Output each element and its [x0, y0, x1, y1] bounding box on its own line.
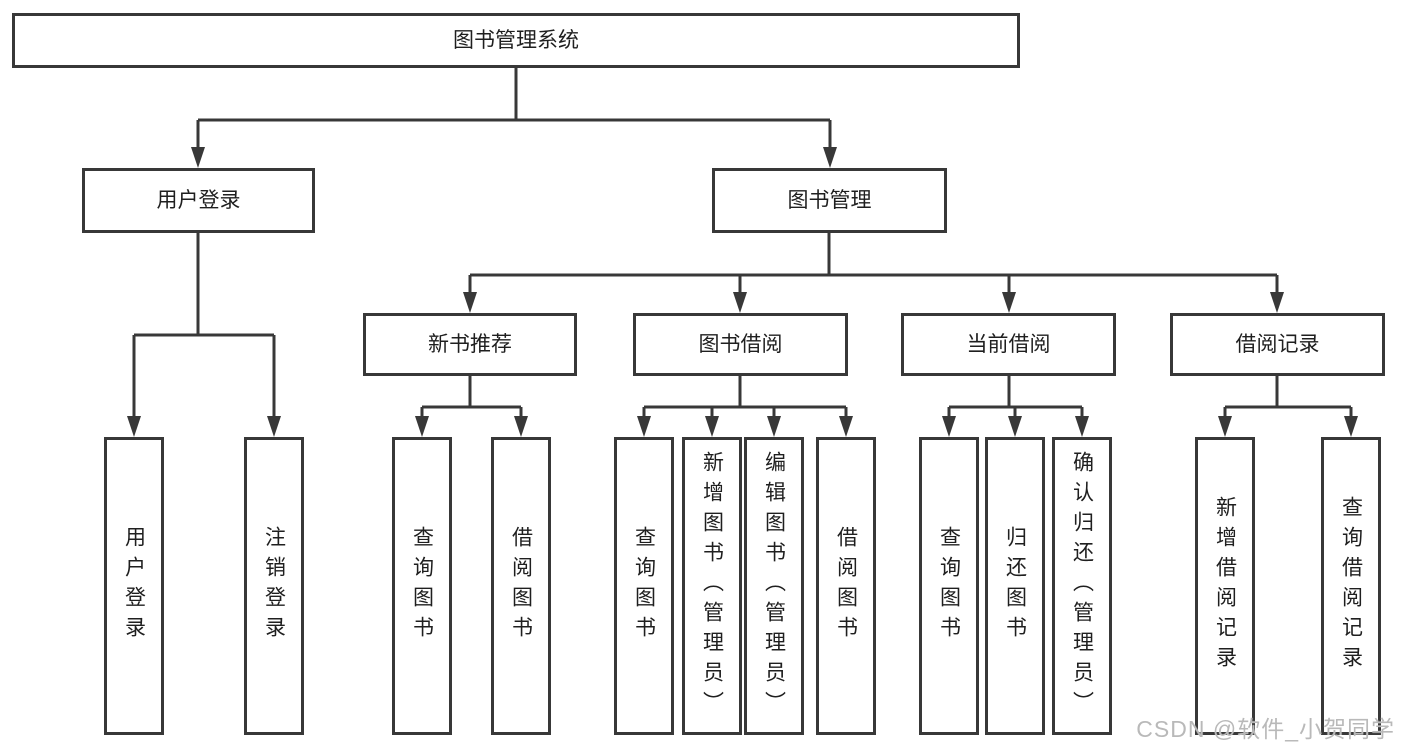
arrowhead — [1270, 292, 1284, 313]
leaf-logout-label: 注销登录 — [262, 526, 286, 646]
arrowhead — [767, 416, 781, 437]
leaf-add-borrow-record-label: 新增借阅记录 — [1213, 496, 1237, 676]
node-user-login-label: 用户登录 — [156, 189, 241, 212]
arrowhead — [823, 147, 837, 168]
leaf-query-books-current: 查询图书 — [919, 437, 979, 735]
leaf-confirm-return-admin: 确认归还（管理员） — [1052, 437, 1112, 735]
leaf-add-borrow-record: 新增借阅记录 — [1195, 437, 1255, 735]
node-book-management: 图书管理 — [712, 168, 947, 233]
node-book-management-label: 图书管理 — [787, 189, 872, 212]
arrowhead — [514, 416, 528, 437]
leaf-user-login: 用户登录 — [104, 437, 164, 735]
csdn-watermark: CSDN @软件_小贺同学 — [1136, 716, 1395, 742]
arrowhead — [1344, 416, 1358, 437]
leaf-query-books-recommend-label: 查询图书 — [410, 526, 434, 646]
arrowhead — [1008, 416, 1022, 437]
leaf-user-login-label: 用户登录 — [122, 526, 146, 646]
leaf-borrow-books-borrowing-label: 借阅图书 — [834, 526, 858, 646]
arrowhead — [733, 292, 747, 313]
arrowhead — [267, 416, 281, 437]
leaf-add-books-admin-label: 新增图书（管理员） — [700, 451, 724, 721]
node-book-borrowing: 图书借阅 — [633, 313, 848, 376]
node-current-borrowing: 当前借阅 — [901, 313, 1116, 376]
node-new-book-recommend: 新书推荐 — [363, 313, 577, 376]
leaf-query-books-current-label: 查询图书 — [937, 526, 961, 646]
arrowhead — [463, 292, 477, 313]
leaf-return-books-label: 归还图书 — [1003, 526, 1027, 646]
leaf-edit-books-admin-label: 编辑图书（管理员） — [762, 451, 786, 721]
arrowhead — [1218, 416, 1232, 437]
node-borrowing-records-label: 借阅记录 — [1235, 333, 1320, 356]
node-borrowing-records: 借阅记录 — [1170, 313, 1385, 376]
arrowhead — [942, 416, 956, 437]
arrowhead — [839, 416, 853, 437]
leaf-add-books-admin: 新增图书（管理员） — [682, 437, 742, 735]
leaf-borrow-books-borrowing: 借阅图书 — [816, 437, 876, 735]
leaf-borrow-books-recommend: 借阅图书 — [491, 437, 551, 735]
node-root-label: 图书管理系统 — [453, 29, 579, 52]
arrowhead — [705, 416, 719, 437]
leaf-logout: 注销登录 — [244, 437, 304, 735]
arrowhead — [1002, 292, 1016, 313]
leaf-query-borrow-record: 查询借阅记录 — [1321, 437, 1381, 735]
node-book-borrowing-label: 图书借阅 — [698, 333, 783, 356]
arrowhead — [637, 416, 651, 437]
arrowhead — [415, 416, 429, 437]
leaf-query-books-recommend: 查询图书 — [392, 437, 452, 735]
node-user-login: 用户登录 — [82, 168, 315, 233]
leaf-query-books-borrowing: 查询图书 — [614, 437, 674, 735]
leaf-edit-books-admin: 编辑图书（管理员） — [744, 437, 804, 735]
arrowhead — [191, 147, 205, 168]
leaf-query-borrow-record-label: 查询借阅记录 — [1339, 496, 1363, 676]
leaf-return-books: 归还图书 — [985, 437, 1045, 735]
leaf-confirm-return-admin-label: 确认归还（管理员） — [1070, 451, 1094, 721]
arrowhead — [1075, 416, 1089, 437]
node-new-book-recommend-label: 新书推荐 — [428, 333, 512, 356]
leaf-borrow-books-recommend-label: 借阅图书 — [509, 526, 533, 646]
node-current-borrowing-label: 当前借阅 — [966, 333, 1051, 356]
leaf-query-books-borrowing-label: 查询图书 — [632, 526, 656, 646]
node-root: 图书管理系统 — [12, 13, 1020, 68]
arrowhead — [127, 416, 141, 437]
